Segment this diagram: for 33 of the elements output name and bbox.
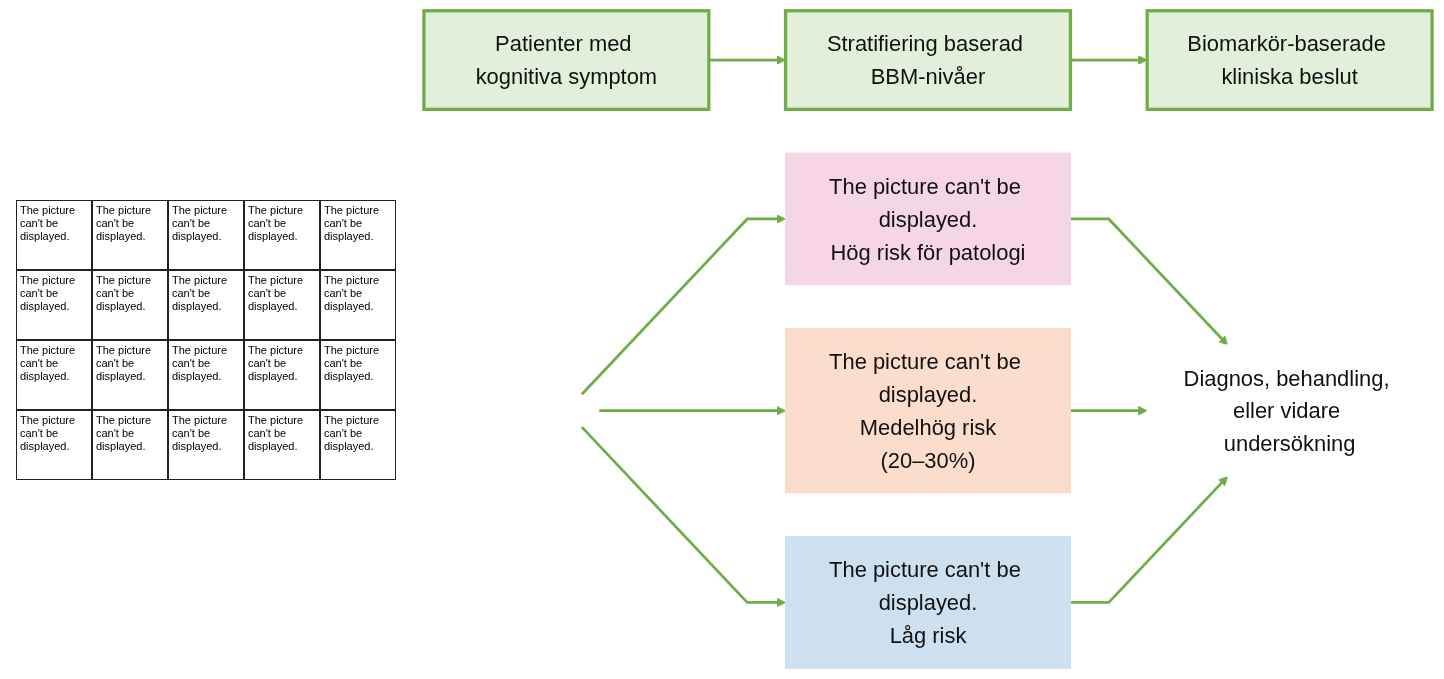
arrow	[1070, 405, 1148, 416]
placeholder-text: The picture can't be displayed.	[324, 343, 381, 383]
arrow	[599, 405, 786, 416]
placeholder-text: The picture can't be displayed.	[96, 273, 153, 313]
placeholder-text: The picture can't be displayed.	[324, 413, 381, 453]
node-box: The picture can't be displayed. Medelhög risk (20–30%)	[785, 328, 1071, 494]
node-box: Biomarkör-baserade kliniska beslut	[1145, 9, 1434, 112]
placeholder-text: The picture can't be displayed.	[96, 203, 153, 243]
placeholder-text: The picture can't be displayed.	[20, 203, 77, 243]
placeholder-text: The picture can't be displayed.	[248, 273, 305, 313]
placeholder-text: The picture can't be displayed.	[20, 273, 77, 313]
placeholder-text: The picture can't be displayed.	[248, 203, 305, 243]
placeholder-text: The picture can't be displayed.	[172, 413, 229, 453]
placeholder-text: The picture can't be displayed.	[20, 343, 77, 383]
node-box: The picture can't be displayed. Låg risk	[785, 536, 1071, 669]
node-box: The picture can't be displayed. Hög risk för patologi	[785, 152, 1071, 286]
node-box: Patienter med kognitiva symptom	[422, 9, 711, 112]
node-text: Diagnos, behandling, eller vidare undersökning	[1183, 365, 1390, 456]
arrow	[580, 214, 786, 396]
placeholder-text: The picture can't be displayed.	[248, 413, 305, 453]
arrow	[580, 426, 786, 608]
placeholder-text: The picture can't be displayed.	[20, 413, 77, 453]
placeholder-text: The picture can't be displayed.	[96, 413, 153, 453]
placeholder-text: The picture can't be displayed.	[172, 273, 229, 313]
arrow	[1070, 476, 1229, 604]
node-box: Stratifiering baserad BBM-nivåer	[783, 9, 1073, 112]
placeholder-text: The picture can't be displayed.	[324, 273, 381, 313]
placeholder-text: The picture can't be displayed.	[324, 203, 381, 243]
placeholder-text: The picture can't be displayed.	[248, 343, 305, 383]
placeholder-text: The picture can't be displayed.	[96, 343, 153, 383]
placeholder-text: The picture can't be displayed.	[172, 343, 229, 383]
arrow	[1070, 217, 1229, 346]
placeholder-text: The picture can't be displayed.	[172, 203, 229, 243]
